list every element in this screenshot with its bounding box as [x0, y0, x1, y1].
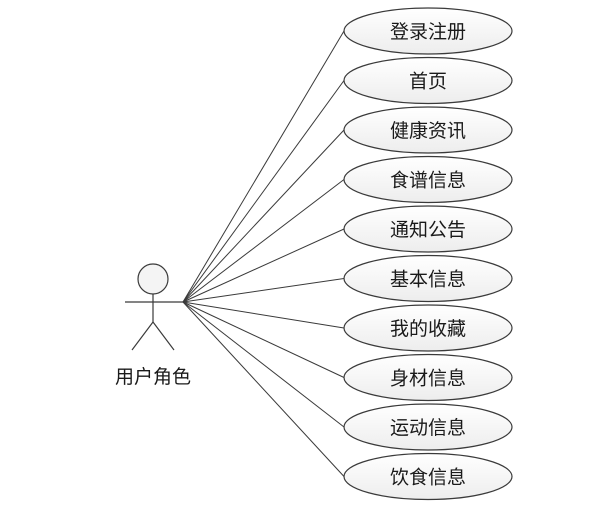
use-case-ellipse — [343, 205, 513, 253]
use-case-label: 健康资讯 — [390, 120, 466, 142]
use-case: 健康资讯 — [343, 106, 513, 154]
use-case: 食谱信息 — [343, 155, 513, 204]
use-case-label: 通知公告 — [390, 219, 466, 241]
use-case-ellipse — [343, 353, 513, 402]
association-line — [182, 179, 345, 303]
association-line — [182, 301, 345, 428]
actor-left-leg — [131, 321, 154, 351]
actor-right-leg — [152, 321, 175, 351]
use-case-ellipse — [343, 304, 513, 352]
use-case: 运动信息 — [343, 403, 513, 451]
use-case: 登录注册 — [343, 7, 513, 55]
association-line — [182, 278, 345, 303]
association-line — [182, 228, 345, 303]
use-case-ellipse — [343, 254, 513, 303]
use-case-label: 首页 — [409, 71, 447, 93]
actor-user-role: 用户角色 — [115, 263, 191, 388]
association-line — [182, 301, 345, 477]
association-line — [182, 301, 345, 329]
actor-label: 用户角色 — [115, 366, 191, 388]
use-case-ellipse — [343, 7, 513, 55]
use-case: 通知公告 — [343, 205, 513, 253]
use-case-ellipse — [343, 452, 513, 501]
use-case-ellipse — [343, 106, 513, 154]
actor-head — [137, 263, 169, 295]
use-case-label: 饮食信息 — [390, 467, 466, 489]
use-case-label: 运动信息 — [390, 417, 466, 439]
association-line — [182, 30, 345, 303]
association-line — [182, 129, 345, 303]
use-case-label: 我的收藏 — [390, 318, 466, 340]
use-case-ellipse — [343, 155, 513, 204]
use-case-label: 基本信息 — [390, 269, 466, 291]
use-case-label: 登录注册 — [390, 21, 466, 43]
use-case: 基本信息 — [343, 254, 513, 303]
use-case-label: 身材信息 — [390, 368, 466, 390]
use-case: 我的收藏 — [343, 304, 513, 352]
association-line — [182, 301, 345, 378]
use-case-label: 食谱信息 — [390, 170, 466, 192]
use-case: 首页 — [343, 56, 513, 105]
use-case: 饮食信息 — [343, 452, 513, 501]
use-case-ellipse — [343, 403, 513, 451]
association-line — [182, 80, 345, 303]
use-case-ellipse — [343, 56, 513, 105]
use-case: 身材信息 — [343, 353, 513, 402]
association-lines — [182, 30, 345, 477]
